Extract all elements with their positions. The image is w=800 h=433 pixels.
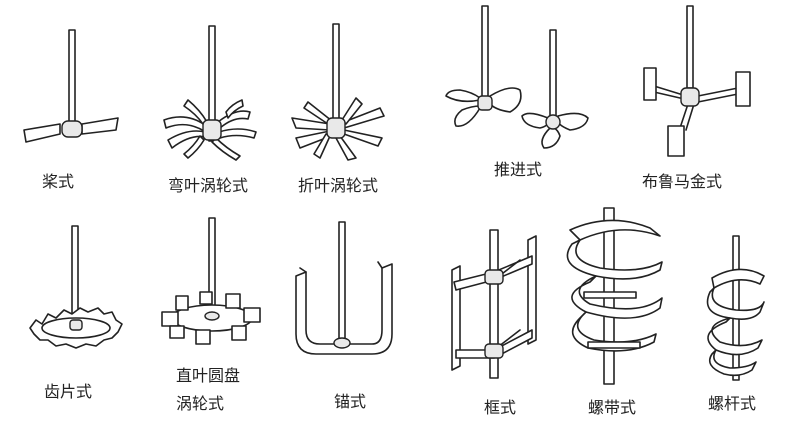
label-curved-blade-turbine: 弯叶涡轮式 xyxy=(168,176,249,195)
paddle-impeller-icon xyxy=(23,29,119,143)
helical-ribbon-icon xyxy=(566,207,663,385)
anchor-impeller-icon xyxy=(295,221,393,355)
screw-impeller-icon xyxy=(706,235,765,381)
label-disc-turbine-line2: 涡轮式 xyxy=(176,394,225,413)
label-disc-turbine-line1: 直叶圆盘 xyxy=(176,366,241,385)
label-anchor: 锚式 xyxy=(334,392,367,411)
frame-impeller-icon xyxy=(451,229,537,379)
label-pitched-blade-turbine: 折叶涡轮式 xyxy=(298,176,379,195)
label-screw: 螺杆式 xyxy=(708,394,757,413)
disc-turbine-icon xyxy=(161,217,261,345)
brumagin-impeller-icon xyxy=(643,5,751,157)
label-propeller: 推进式 xyxy=(494,160,543,179)
label-paddle: 桨式 xyxy=(42,172,75,191)
label-brumagin: 布鲁马金式 xyxy=(642,172,723,191)
label-helical-ribbon: 螺带式 xyxy=(588,398,637,417)
label-frame: 框式 xyxy=(484,398,517,417)
curved-blade-turbine-icon xyxy=(163,25,257,161)
sawtooth-disc-icon xyxy=(29,225,123,349)
propeller-icon xyxy=(445,5,589,149)
label-sawtooth-disc: 齿片式 xyxy=(44,382,93,401)
pitched-blade-turbine-icon xyxy=(291,23,385,161)
